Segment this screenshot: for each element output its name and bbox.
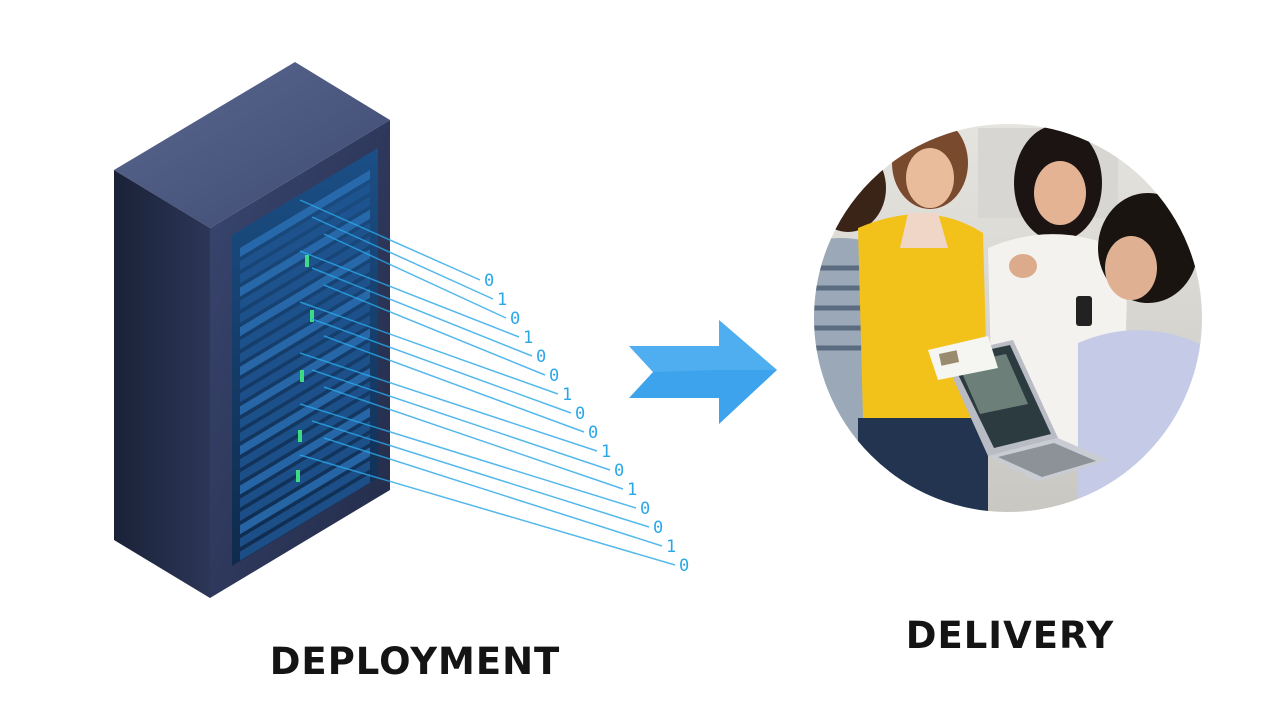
data-stream-line	[323, 233, 507, 319]
binary-digit: 0	[484, 271, 494, 291]
data-stream-line	[323, 335, 585, 433]
rack-slot	[240, 302, 370, 389]
data-stream-line	[323, 284, 546, 376]
rack-slot	[240, 341, 370, 429]
status-led	[300, 370, 304, 382]
binary-digit: 1	[523, 328, 533, 348]
rack-slot	[240, 275, 370, 363]
binary-digit: 0	[653, 518, 663, 538]
data-stream-line	[311, 267, 533, 357]
binary-digit: 1	[562, 385, 572, 405]
delivery-label: DELIVERY	[905, 614, 1115, 657]
status-led	[310, 310, 314, 322]
binary-digit: 1	[497, 290, 507, 310]
rack-slot	[240, 183, 370, 271]
rack-slot	[240, 315, 370, 403]
status-led	[305, 255, 309, 267]
binary-digit: 0	[614, 461, 624, 481]
rack-slot	[240, 328, 370, 416]
rack-slot	[240, 236, 370, 323]
data-stream-line	[311, 318, 572, 414]
rack-slot	[240, 368, 370, 455]
data-stream-line	[299, 199, 481, 281]
rack-slot	[240, 473, 370, 561]
binary-digit: 0	[588, 423, 598, 443]
data-stream-line	[299, 454, 676, 566]
binary-digit: 0	[640, 499, 650, 519]
people-with-laptop-photo	[808, 118, 1208, 518]
rack-slot	[240, 381, 370, 469]
deployment-label: DEPLOYMENT	[269, 640, 561, 683]
rack-slot	[240, 354, 370, 442]
data-stream-line	[323, 386, 624, 490]
binary-digit: 1	[666, 537, 676, 557]
status-led	[296, 470, 300, 482]
binary-digit: 0	[510, 309, 520, 329]
right-arrow-icon	[625, 318, 780, 428]
data-stream-line	[311, 216, 494, 300]
data-stream-line	[299, 403, 637, 509]
rack-slot	[240, 447, 370, 535]
data-stream-line	[299, 352, 598, 452]
binary-digit: 1	[601, 442, 611, 462]
binary-digit: 0	[549, 366, 559, 386]
rack-slot	[240, 196, 370, 284]
data-stream-line	[299, 301, 559, 395]
rack-slot	[240, 249, 370, 337]
rack-slot	[240, 170, 370, 257]
binary-digit: 0	[679, 556, 689, 576]
binary-digit: 0	[536, 347, 546, 367]
data-stream-line	[299, 250, 520, 338]
rack-slot	[240, 262, 370, 350]
rack-slot	[240, 434, 370, 521]
data-stream-line	[311, 369, 611, 471]
binary-digit: 1	[627, 480, 637, 500]
binary-digit: 0	[575, 404, 585, 424]
data-stream-line	[323, 437, 663, 547]
status-led	[298, 430, 302, 442]
data-stream-line	[311, 420, 650, 528]
rack-slot	[240, 288, 370, 376]
rack-slot	[240, 460, 370, 548]
